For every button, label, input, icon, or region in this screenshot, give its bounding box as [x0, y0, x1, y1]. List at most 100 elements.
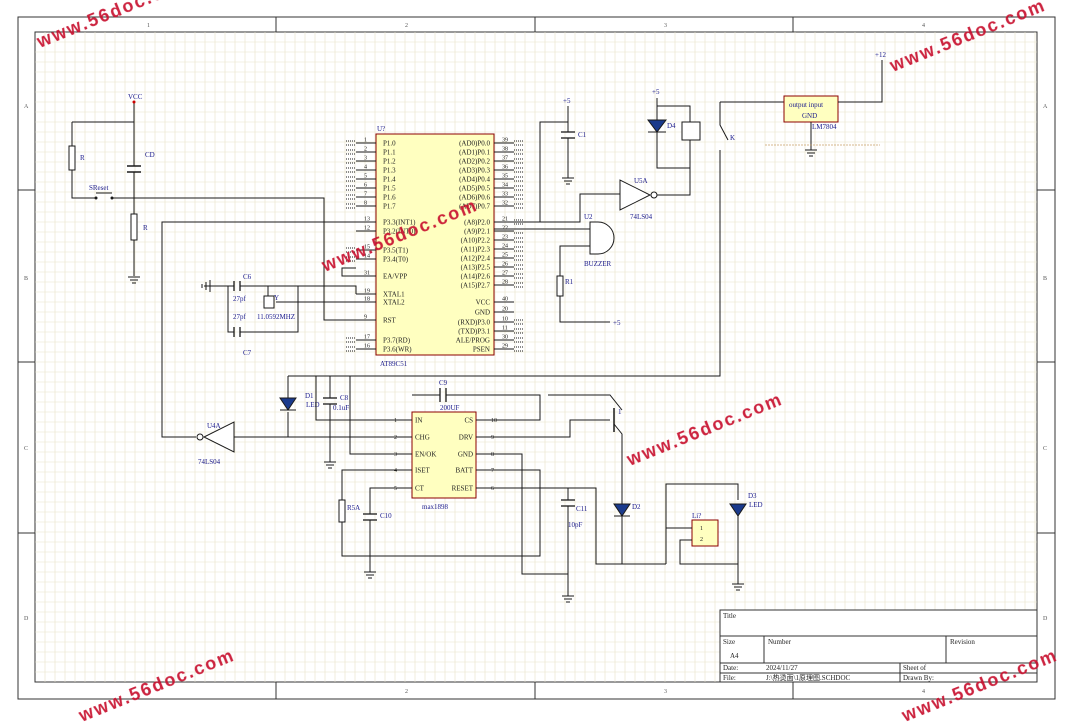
- mcu-pin-number: 9: [364, 315, 367, 321]
- plus5-r1-label: +5: [613, 319, 621, 327]
- mcu-pin-label: (A14)P2.6: [461, 273, 491, 281]
- col-marker-1: 1: [147, 23, 150, 29]
- charger-body: [411, 411, 477, 499]
- u5a-label: U5A: [634, 177, 648, 185]
- r1-label: R1: [565, 278, 574, 286]
- mcu-pin-number: 26: [502, 262, 508, 268]
- plus12-label: +12: [875, 51, 886, 59]
- d3-type: LED: [749, 501, 763, 509]
- mcu-pin-label: (AD7)P0.7: [459, 203, 490, 211]
- mcu-pin-label: (AD0)P0.0: [459, 140, 490, 148]
- q-num: 1: [618, 408, 622, 416]
- mcu-pin-number: 33: [502, 192, 508, 198]
- resistor-r5a-icon: [338, 499, 346, 523]
- resistor-r1-icon: [556, 275, 564, 297]
- mcu-pin-label: (A11)P2.3: [461, 246, 491, 254]
- mcu-pin-number: 34: [502, 183, 508, 189]
- col-marker-4-bottom: 4: [922, 689, 925, 695]
- outer-border: [17, 16, 1056, 700]
- mcu-pin-number: 37: [502, 156, 508, 162]
- mcu-pin-label: (RXD)P3.0: [458, 319, 491, 327]
- mcu-pin-label: P3.7(RD): [383, 337, 411, 345]
- c7-label: C7: [243, 349, 252, 357]
- charger-pin-label: BATT: [456, 467, 474, 475]
- charger-pin-number: 3: [394, 452, 397, 458]
- charger-pin-number: 8: [491, 452, 494, 458]
- col-marker-3: 3: [664, 23, 667, 29]
- mcu-pin-number: 31: [364, 271, 370, 277]
- mcu-pin-label: (A13)P2.5: [461, 264, 491, 272]
- col-marker-3-bottom: 3: [664, 689, 667, 695]
- mcu-left-pins: P1.01P1.12P1.23P1.34P1.45P1.56P1.67P1.78…: [346, 138, 416, 354]
- reg-gnd-label: GND: [802, 112, 817, 120]
- revision-label: Revision: [950, 638, 975, 646]
- mcu-pin-number: 5: [364, 174, 367, 180]
- mcu-part: AT89C51: [380, 360, 408, 368]
- reg-io-label: output input: [789, 101, 823, 109]
- c11-value: 10pF: [568, 521, 583, 529]
- charger-pin-label: CS: [464, 417, 473, 425]
- charger-part: max1898: [422, 503, 449, 511]
- mcu-pin-number: 23: [502, 235, 508, 241]
- mcu-pin-number: 35: [502, 174, 508, 180]
- crystal-icon: [263, 295, 275, 309]
- col-marker-2-bottom: 2: [405, 689, 408, 695]
- watermark-1: www.56doc.com: [33, 0, 196, 52]
- y-value: 11.0592MHZ: [257, 313, 295, 321]
- mcu-pin-label: P3.2(INT0): [383, 228, 416, 236]
- mcu-pin-label: VCC: [476, 299, 491, 307]
- mcu-pin-label: PSEN: [473, 346, 490, 354]
- title-block: Title Size A4 Number Revision Date: 2024…: [719, 609, 1038, 683]
- title-label: Title: [723, 612, 736, 620]
- column-markers: 1 2 3 4 1 2 3 4: [147, 17, 925, 699]
- mcu-pin-number: 18: [364, 297, 370, 303]
- inner-border: [34, 31, 1038, 683]
- u4a-label: U4A: [207, 422, 221, 430]
- regulator-lm7804: [783, 95, 839, 123]
- size-value: A4: [730, 652, 739, 660]
- mcu-pin-number: 25: [502, 253, 508, 259]
- mcu-pin-label: P1.7: [383, 203, 396, 211]
- d1-type: LED: [306, 401, 320, 409]
- mcu-pin-number: 1: [364, 138, 367, 144]
- mcu-pin-number: 10: [502, 317, 508, 323]
- col-marker-4: 4: [922, 23, 925, 29]
- plus5-relay-label: +5: [652, 88, 660, 96]
- y-label: Y: [274, 294, 279, 302]
- mcu-pin-label: GND: [475, 309, 490, 317]
- mcu-pin-label: P1.5: [383, 185, 396, 193]
- r-top-label: R: [80, 154, 85, 162]
- sheet-grid: [35, 32, 1037, 682]
- d2-label: D2: [632, 503, 641, 511]
- mcu-pin-number: 29: [502, 344, 508, 350]
- mcu-pin-number: 11: [502, 326, 508, 332]
- mcu-pin-number: 15: [364, 245, 370, 251]
- led-d1-icon: [279, 397, 297, 411]
- li-label: Li?: [692, 512, 701, 520]
- col-marker-1-bottom: 1: [147, 689, 150, 695]
- diode-d4-icon: [647, 119, 667, 133]
- charger-pin-label: CT: [415, 485, 425, 493]
- buzzer-circuit: U2 BUZZER R1 +5: [556, 213, 621, 327]
- file-label: File:: [723, 674, 736, 682]
- drawn-label: Drawn By:: [903, 674, 934, 682]
- cd-label: CD: [145, 151, 155, 159]
- mcu-pin-label: (TXD)P3.1: [458, 328, 490, 336]
- mcu-pin-label: P3.3(INT1): [383, 219, 416, 227]
- size-label: Size: [723, 638, 735, 646]
- row-markers: A B C D A B C D: [18, 104, 1055, 622]
- c11-label: C11: [576, 505, 588, 513]
- mcu-pin-label: P3.5(T1): [383, 247, 409, 255]
- row-marker-a: A: [24, 104, 29, 110]
- vcc-label: VCC: [128, 93, 143, 101]
- mcu-pin-label: (AD6)P0.6: [459, 194, 490, 202]
- c7-value: 27pf: [233, 313, 247, 321]
- mcu-ref: U?: [377, 125, 385, 133]
- mcu-pin-label: P1.3: [383, 167, 396, 175]
- mcu-pin-number: 21: [502, 217, 508, 223]
- mcu-pin-number: 19: [364, 289, 370, 295]
- d3-label: D3: [748, 492, 757, 500]
- mcu-pin-number: 20: [502, 307, 508, 313]
